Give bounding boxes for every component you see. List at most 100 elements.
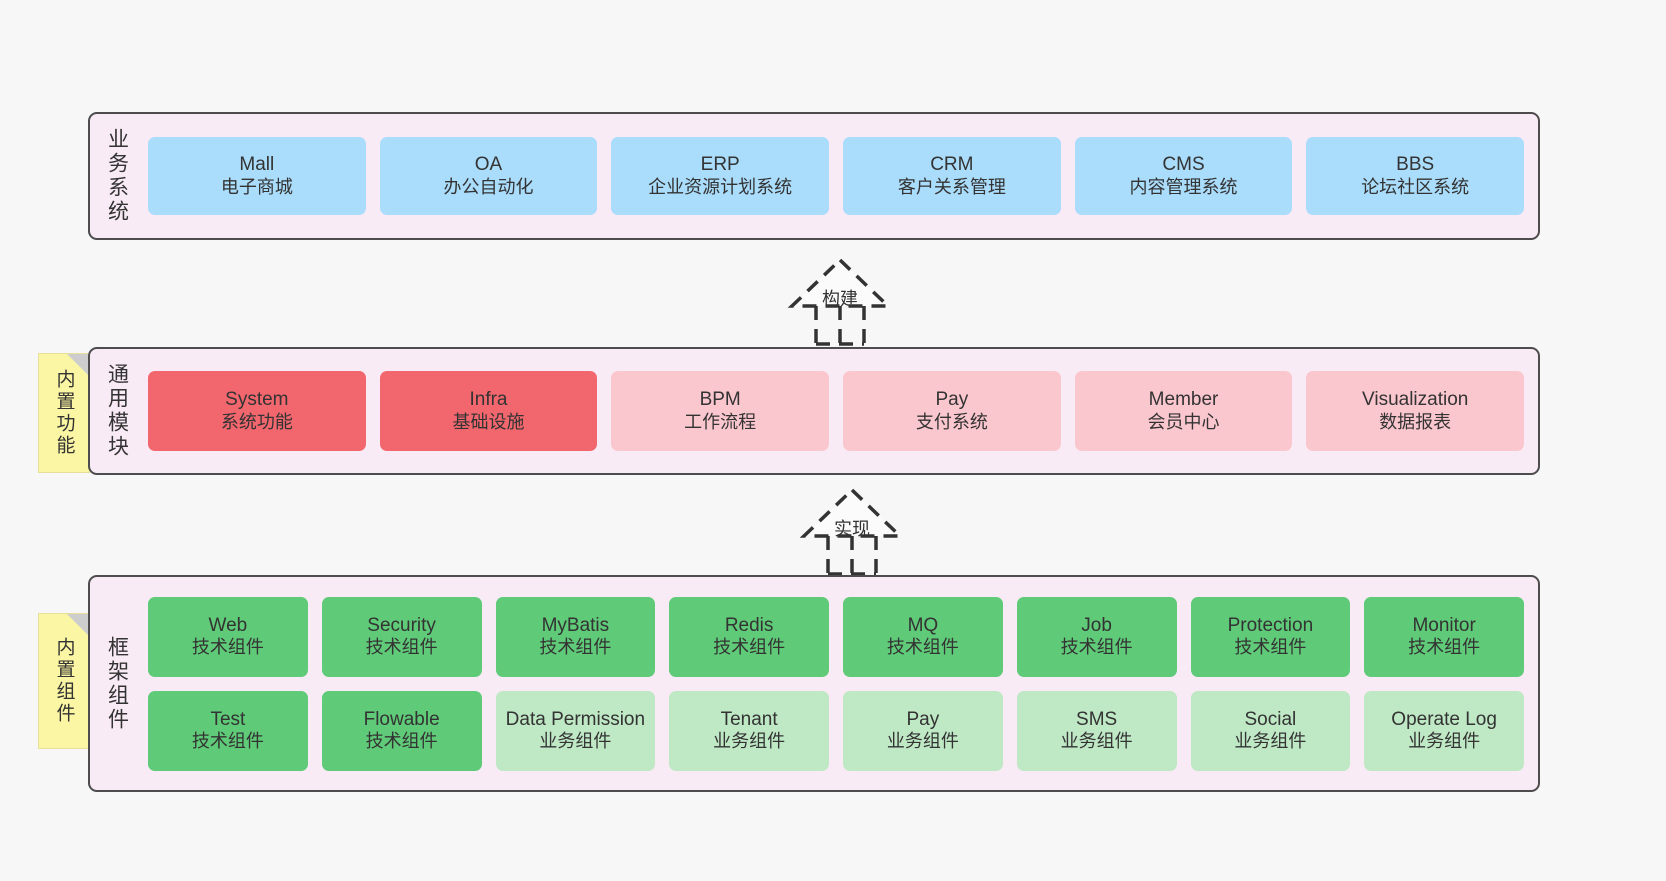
card-title: Infra (469, 389, 508, 411)
card-subtitle: 技术组件 (191, 731, 264, 752)
card-member[interactable]: Member 会员中心 (1074, 371, 1293, 451)
card-title: Data Permission (505, 708, 646, 730)
card-title: Flowable (363, 708, 440, 730)
card-subtitle: 业务组件 (886, 731, 959, 752)
card-mq[interactable]: MQ 技术组件 (843, 596, 1003, 677)
card-crm[interactable]: CRM 客户关系管理 (843, 137, 1061, 215)
card-title: ERP (700, 154, 740, 176)
card-subtitle: 办公自动化 (443, 176, 534, 197)
card-subtitle: 技术组件 (1060, 637, 1133, 658)
card-subtitle: 技术组件 (713, 637, 786, 658)
layer-business-systems: 业务系统 Mall 电子商城 OA 办公自动化 ERP 企业资源计划系统 CRM… (88, 112, 1540, 240)
card-test[interactable]: Test 技术组件 (148, 690, 308, 771)
card-title: Protection (1227, 614, 1314, 636)
card-infra[interactable]: Infra 基础设施 (379, 371, 598, 451)
card-mybatis[interactable]: MyBatis 技术组件 (495, 596, 656, 677)
card-data-permission[interactable]: Data Permission 业务组件 (495, 690, 656, 771)
card-title: Pay (906, 708, 940, 730)
layer-body-business: Mall 电子商城 OA 办公自动化 ERP 企业资源计划系统 CRM 客户关系… (136, 137, 1525, 215)
card-title: OA (474, 154, 503, 176)
card-protection[interactable]: Protection 技术组件 (1190, 596, 1351, 677)
card-bpm[interactable]: BPM 工作流程 (611, 371, 830, 451)
card-title: BPM (699, 389, 741, 411)
card-subtitle: 技术组件 (365, 637, 438, 658)
card-row: Test 技术组件 Flowable 技术组件 Data Permission … (148, 690, 1524, 771)
card-oa[interactable]: OA 办公自动化 (379, 137, 598, 215)
connector-realize: 实现 (772, 486, 932, 576)
card-subtitle: 客户关系管理 (897, 176, 1006, 197)
card-security[interactable]: Security 技术组件 (321, 596, 482, 677)
card-web[interactable]: Web 技术组件 (148, 596, 308, 677)
layer-common-modules: 通用模块 System 系统功能 Infra 基础设施 BPM 工作流程 Pay… (88, 347, 1540, 475)
card-title: System (225, 389, 289, 411)
card-mall[interactable]: Mall 电子商城 (148, 137, 366, 215)
card-subtitle: 业务组件 (1408, 731, 1481, 752)
card-title: Security (367, 614, 436, 636)
card-monitor[interactable]: Monitor 技术组件 (1364, 596, 1524, 677)
card-sms[interactable]: SMS 业务组件 (1016, 690, 1177, 771)
card-title: Tenant (720, 708, 778, 730)
card-subtitle: 业务组件 (1234, 731, 1307, 752)
connector-label-build: 构建 (822, 289, 858, 309)
card-visualization[interactable]: Visualization 数据报表 (1306, 371, 1525, 451)
card-title: MQ (907, 614, 939, 636)
card-subtitle: 业务组件 (713, 731, 786, 752)
sticky-note-builtin-features: 内置功能 (38, 353, 90, 473)
card-row: Mall 电子商城 OA 办公自动化 ERP 企业资源计划系统 CRM 客户关系… (148, 137, 1525, 215)
card-title: Pay (935, 389, 969, 411)
card-title: Operate Log (1391, 708, 1497, 730)
card-title: Job (1081, 614, 1112, 636)
card-redis[interactable]: Redis 技术组件 (669, 596, 829, 677)
card-bbs[interactable]: BBS 论坛社区系统 (1306, 137, 1525, 215)
connector-build: 构建 (760, 256, 920, 346)
card-subtitle: 业务组件 (539, 731, 612, 752)
card-erp[interactable]: ERP 企业资源计划系统 (611, 137, 830, 215)
card-title: Test (210, 708, 246, 730)
layer-framework-components: 框架组件 Web 技术组件 Security 技术组件 MyBatis 技术组件… (88, 575, 1540, 792)
card-subtitle: 技术组件 (1234, 637, 1307, 658)
card-subtitle: 支付系统 (915, 411, 988, 432)
card-title: Visualization (1362, 389, 1469, 411)
card-subtitle: 技术组件 (1408, 637, 1481, 658)
card-subtitle: 业务组件 (1060, 731, 1133, 752)
card-subtitle: 系统功能 (220, 411, 293, 432)
layer-body-framework: Web 技术组件 Security 技术组件 MyBatis 技术组件 Redi… (136, 596, 1524, 771)
card-subtitle: 技术组件 (539, 637, 612, 658)
card-title: Social (1244, 708, 1297, 730)
card-job[interactable]: Job 技术组件 (1016, 596, 1177, 677)
card-subtitle: 基础设施 (452, 411, 525, 432)
card-pay-business[interactable]: Pay 业务组件 (843, 690, 1003, 771)
card-subtitle: 工作流程 (684, 411, 757, 432)
dashed-generalization-arrow-icon (787, 257, 893, 346)
card-operate-log[interactable]: Operate Log 业务组件 (1364, 690, 1524, 771)
card-title: Web (208, 614, 248, 636)
layer-title-business: 业务系统 (105, 128, 129, 224)
card-subtitle: 技术组件 (365, 731, 438, 752)
card-title: Monitor (1412, 614, 1476, 636)
card-subtitle: 企业资源计划系统 (648, 176, 793, 197)
card-social[interactable]: Social 业务组件 (1190, 690, 1351, 771)
card-subtitle: 会员中心 (1147, 411, 1220, 432)
card-subtitle: 电子商城 (220, 176, 293, 197)
card-system[interactable]: System 系统功能 (148, 371, 366, 451)
card-title: Member (1148, 389, 1219, 411)
card-flowable[interactable]: Flowable 技术组件 (321, 690, 482, 771)
dashed-realization-arrow-icon (799, 487, 905, 576)
card-title: BBS (1396, 154, 1435, 176)
card-cms[interactable]: CMS 内容管理系统 (1074, 137, 1293, 215)
card-title: MyBatis (541, 614, 610, 636)
card-subtitle: 论坛社区系统 (1361, 176, 1470, 197)
card-row: System 系统功能 Infra 基础设施 BPM 工作流程 Pay 支付系统… (148, 371, 1525, 451)
card-title: Mall (239, 154, 275, 176)
layer-title-framework: 框架组件 (105, 635, 129, 732)
card-title: SMS (1076, 708, 1118, 730)
connector-label-realize: 实现 (834, 519, 870, 539)
card-subtitle: 数据报表 (1379, 411, 1452, 432)
card-title: CMS (1162, 154, 1205, 176)
card-subtitle: 内容管理系统 (1129, 176, 1238, 197)
card-tenant[interactable]: Tenant 业务组件 (669, 690, 829, 771)
card-pay[interactable]: Pay 支付系统 (843, 371, 1061, 451)
layer-body-common: System 系统功能 Infra 基础设施 BPM 工作流程 Pay 支付系统… (136, 371, 1525, 451)
card-subtitle: 技术组件 (886, 637, 959, 658)
